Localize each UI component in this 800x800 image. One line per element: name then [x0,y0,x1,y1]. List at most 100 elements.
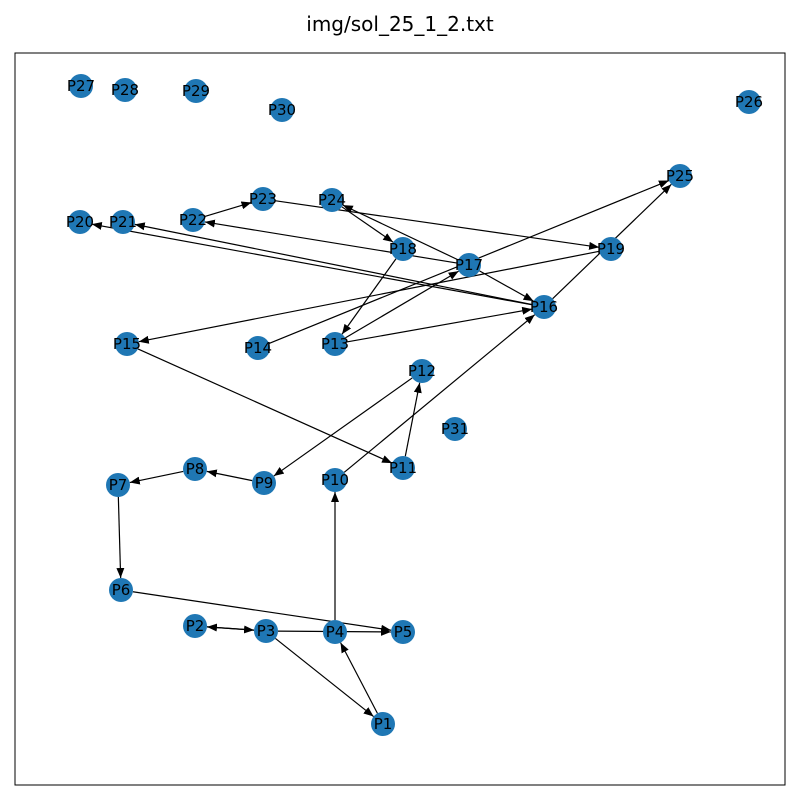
edge-p6-to-p5 [132,591,392,633]
node-label: P8 [186,460,205,478]
node-circle [457,253,481,277]
node-label: P2 [186,617,205,635]
edge-p2-to-p3 [206,625,255,634]
node-p13: P13 [321,332,349,356]
node-p17: P17 [455,253,483,277]
node-label: P27 [67,77,95,95]
node-label: P31 [441,420,469,438]
node-p26: P26 [735,90,763,114]
edge-p17-to-p22 [204,219,458,264]
node-p28: P28 [111,78,139,102]
node-p14: P14 [244,336,272,360]
node-p22: P22 [179,208,207,232]
edge-p11-to-p12 [404,382,422,457]
edge-p16-to-p21 [134,222,533,306]
node-circle [181,208,205,232]
node-p12: P12 [408,359,436,383]
edge-p16-to-p20 [91,222,533,306]
node-p2: P2 [183,614,207,638]
node-label: P24 [318,191,346,209]
node-circle [270,98,294,122]
plot-frame [14,52,786,786]
node-label: P9 [255,474,274,492]
node-circle [246,336,270,360]
node-label: P13 [321,335,349,353]
node-circle [371,712,395,736]
node-circle [252,471,276,495]
node-label: P3 [257,622,276,640]
node-p27: P27 [67,74,95,98]
node-label: P4 [326,623,345,641]
node-label: P16 [530,298,558,316]
edge-p13-to-p17 [345,270,459,339]
node-circle [254,619,278,643]
node-label: P12 [408,362,436,380]
node-label: P6 [112,581,131,599]
node-circle [106,473,130,497]
edge-p12-to-p9 [273,377,413,477]
node-p6: P6 [109,578,133,602]
node-circle [391,456,415,480]
edge-p8-to-p7 [129,470,184,485]
node-circle [668,164,692,188]
node-circle [183,457,207,481]
node-p11: P11 [389,456,417,480]
node-p24: P24 [318,188,346,212]
edge-p17-to-p16 [479,270,534,302]
node-label: P14 [244,339,272,357]
node-circle [391,237,415,261]
node-circle [183,614,207,638]
node-circle [323,332,347,356]
node-circle [323,620,347,644]
node-p20: P20 [66,210,94,234]
node-label: P22 [179,211,207,229]
node-circle [113,78,137,102]
node-p5: P5 [391,620,415,644]
edge-p15-to-p11 [137,348,393,464]
edge-p10-to-p16 [343,314,536,473]
edge-p18-to-p13 [341,258,397,335]
edge-p17-to-p24 [342,204,459,261]
node-p19: P19 [597,237,625,261]
node-label: P5 [394,623,413,641]
node-p7: P7 [106,473,130,497]
node-circle [320,188,344,212]
node-p10: P10 [321,468,349,492]
edge-p1-to-p4 [340,642,378,714]
node-label: P23 [249,190,277,208]
node-label: P1 [374,715,393,733]
node-circle [115,332,139,356]
node-circle [410,359,434,383]
node-circle [251,187,275,211]
node-label: P7 [109,476,128,494]
node-label: P18 [389,240,417,258]
node-label: P28 [111,81,139,99]
node-label: P26 [735,93,763,111]
node-p4: P4 [323,620,347,644]
node-label: P25 [666,167,694,185]
node-p16: P16 [530,295,558,319]
edge-p7-to-p6 [116,496,125,579]
node-p30: P30 [268,98,296,122]
node-p23: P23 [249,187,277,211]
node-circle [443,417,467,441]
node-p15: P15 [113,332,141,356]
node-circle [69,74,93,98]
node-label: P20 [66,213,94,231]
node-label: P19 [597,240,625,258]
node-p9: P9 [252,471,276,495]
node-circle [737,90,761,114]
node-circle [599,237,623,261]
node-label: P30 [268,101,296,119]
node-circle [184,79,208,103]
node-label: P17 [455,256,483,274]
node-label: P21 [109,213,137,231]
edge-p13-to-p16 [346,306,533,343]
node-label: P10 [321,471,349,489]
node-circle [111,210,135,234]
edge-p24-to-p18 [341,206,394,243]
node-circle [323,468,347,492]
edge-p9-to-p8 [206,469,253,482]
